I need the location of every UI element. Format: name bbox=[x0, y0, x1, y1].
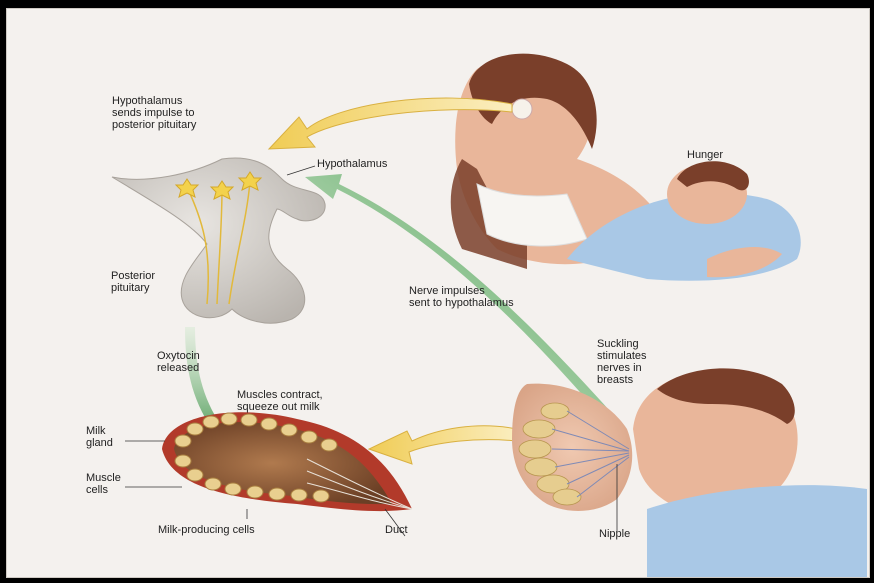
label-milk-gland: Milk gland bbox=[86, 425, 113, 449]
label-muscle-cells: Muscle cells bbox=[86, 472, 121, 496]
yellow-arrow-bottom bbox=[369, 426, 517, 464]
label-duct: Duct bbox=[385, 524, 408, 536]
label-milk-producing-cells: Milk-producing cells bbox=[158, 524, 255, 536]
label-oxytocin: Oxytocin released bbox=[157, 350, 200, 374]
label-hypothalamus: Hypothalamus bbox=[317, 158, 387, 170]
mother-nursing-illustration bbox=[451, 54, 801, 281]
milk-gland-illustration bbox=[162, 412, 412, 511]
label-hypothalamus-impulse: Hypothalamus sends impulse to posterior … bbox=[112, 95, 196, 131]
label-nipple: Nipple bbox=[599, 528, 630, 540]
label-hunger: Hunger bbox=[687, 149, 723, 161]
pituitary-gland-illustration bbox=[112, 158, 325, 323]
diagram-frame: Hypothalamus sends impulse to posterior … bbox=[6, 8, 870, 578]
label-suckling: Suckling stimulates nerves in breasts bbox=[597, 338, 647, 386]
label-muscles-contract: Muscles contract, squeeze out milk bbox=[237, 389, 323, 413]
label-posterior-pituitary: Posterior pituitary bbox=[111, 270, 155, 294]
breast-cross-section-illustration bbox=[512, 368, 867, 577]
label-nerve-impulses: Nerve impulses sent to hypothalamus bbox=[409, 285, 514, 309]
